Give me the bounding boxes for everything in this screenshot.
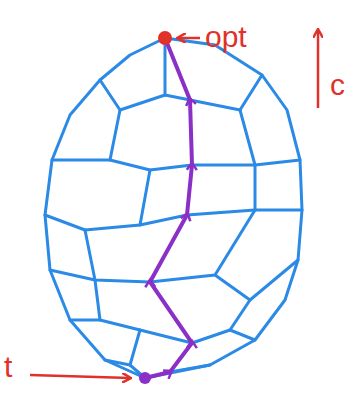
objective-label: c xyxy=(330,70,345,100)
start-vertex xyxy=(139,372,151,384)
simplex-path xyxy=(145,38,192,378)
objective-arrow xyxy=(317,30,320,108)
polytope-wireframe xyxy=(45,38,302,378)
start-label: t xyxy=(4,352,12,382)
opt-vertex xyxy=(158,31,172,45)
start-arrow xyxy=(30,375,130,378)
opt-label: opt xyxy=(205,22,247,52)
opt-arrow xyxy=(178,37,200,40)
